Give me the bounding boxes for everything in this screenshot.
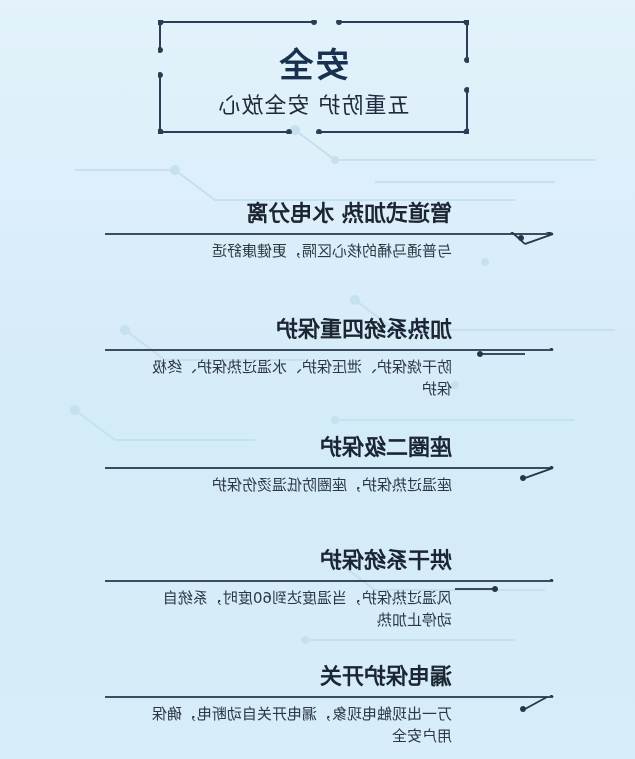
section-title: 管道式加热 水电分离: [246, 202, 452, 227]
page-title: 安全: [277, 46, 350, 86]
section-divider: [105, 232, 554, 245]
section-title: 加热系统四重保护: [275, 318, 452, 343]
page-subtitle: 五重防护 安全放心: [217, 94, 410, 119]
section-divider: [105, 695, 554, 712]
section-title: 烘干系统保护: [319, 549, 452, 574]
section-divider: [105, 579, 554, 592]
section-title: 漏电保护开关: [319, 665, 452, 690]
section-description: 风温过热保护，当温度达到60度时，系统自动停止加热: [162, 589, 452, 629]
section-title: 座圈二级保护: [319, 436, 452, 461]
section-description: 防干烧保护、泄压保护、水温过热保护、终极保护: [151, 358, 452, 398]
section-divider: [105, 466, 554, 481]
header-frame: [158, 20, 469, 134]
section-divider: [105, 348, 554, 357]
section-description: 座温过热保护，座圈防低温烫伤保护: [211, 476, 452, 494]
section-description: 万一出现触电现象，漏电开关自动断电，确保用户安全: [151, 705, 452, 745]
section-description: 与普通马桶的核心区隔，更健康舒适: [211, 242, 452, 260]
